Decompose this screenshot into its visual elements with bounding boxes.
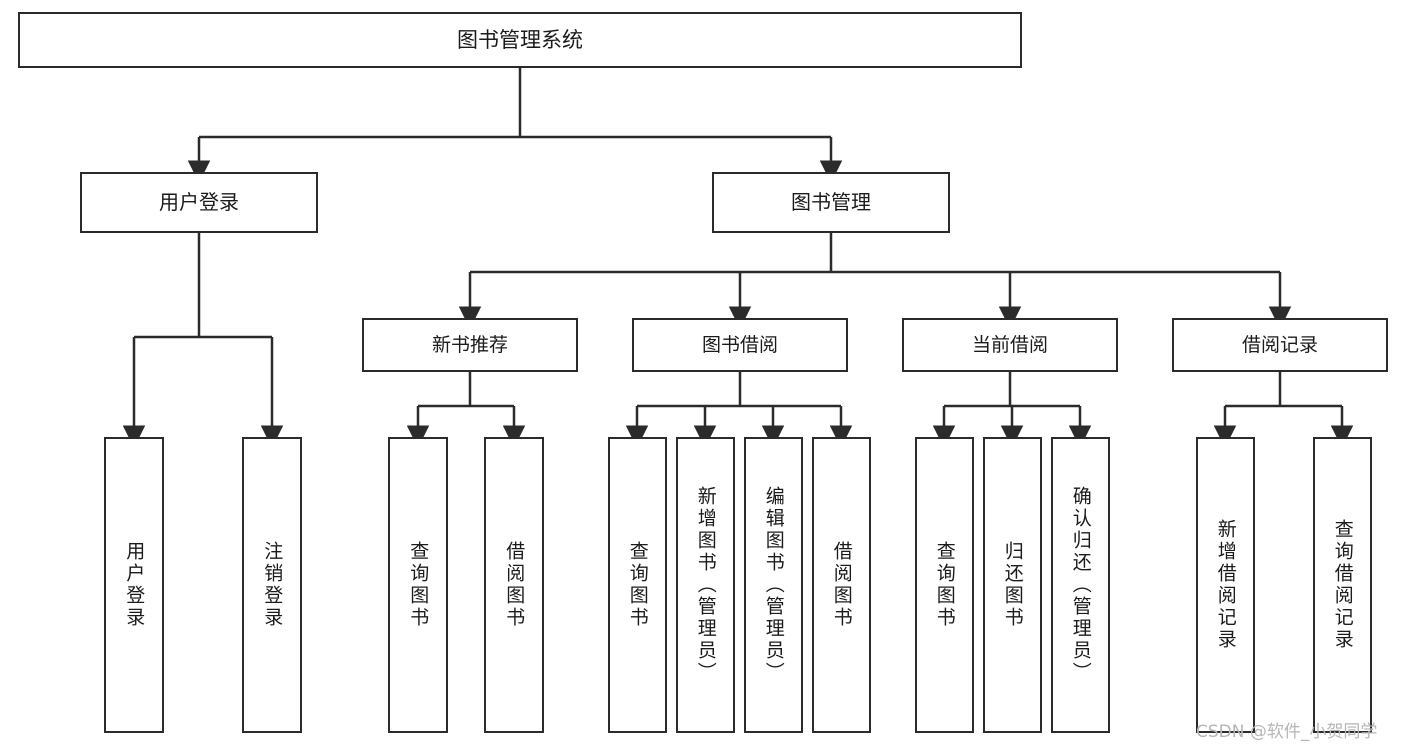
node-label: 图书管理系统 xyxy=(457,27,583,52)
node-l3-3-借阅图书[interactable]: 借阅图书 xyxy=(484,437,544,733)
node-label: 图书管理 xyxy=(791,189,871,214)
node-l2-0-新书推荐[interactable]: 新书推荐 xyxy=(362,318,578,372)
node-label: 归还图书 xyxy=(1001,541,1024,629)
node-l3-5-新增图书管理员[interactable]: 新增图书（管理员） xyxy=(676,437,735,733)
node-label: 查询图书 xyxy=(626,541,649,629)
node-l1-0-用户登录[interactable]: 用户登录 xyxy=(80,172,318,233)
node-l3-9-归还图书[interactable]: 归还图书 xyxy=(983,437,1042,733)
node-label: 新书推荐 xyxy=(431,333,508,356)
node-root-图书管理系统[interactable]: 图书管理系统 xyxy=(18,12,1022,68)
node-l3-2-查询图书[interactable]: 查询图书 xyxy=(388,437,448,733)
node-label: 注销登录 xyxy=(261,541,284,629)
node-label: 编辑图书（管理员） xyxy=(762,486,785,684)
node-l3-1-注销登录[interactable]: 注销登录 xyxy=(242,437,302,733)
node-label: 借阅图书 xyxy=(503,541,526,629)
node-l3-6-编辑图书管理员[interactable]: 编辑图书（管理员） xyxy=(744,437,803,733)
node-l3-0-用户登录[interactable]: 用户登录 xyxy=(104,437,164,733)
node-l1-1-图书管理[interactable]: 图书管理 xyxy=(712,172,950,233)
node-label: 新增图书（管理员） xyxy=(694,486,717,684)
node-label: 查询图书 xyxy=(407,541,430,629)
node-l3-8-查询图书[interactable]: 查询图书 xyxy=(915,437,974,733)
connector-lines xyxy=(122,68,1354,448)
node-label: 新增借阅记录 xyxy=(1214,519,1237,651)
node-label: 确认归还（管理员） xyxy=(1069,486,1092,684)
node-label: 借阅记录 xyxy=(1241,333,1318,356)
node-label: 用户登录 xyxy=(159,189,239,214)
node-label: 借阅图书 xyxy=(830,541,853,629)
node-l2-1-图书借阅[interactable]: 图书借阅 xyxy=(632,318,848,372)
node-l2-3-借阅记录[interactable]: 借阅记录 xyxy=(1172,318,1388,372)
node-l2-2-当前借阅[interactable]: 当前借阅 xyxy=(902,318,1118,372)
node-l3-11-新增借阅记录[interactable]: 新增借阅记录 xyxy=(1196,437,1255,733)
node-label: 图书借阅 xyxy=(701,333,778,356)
node-label: 用户登录 xyxy=(123,541,146,629)
node-label: 查询借阅记录 xyxy=(1331,519,1354,651)
node-l3-10-确认归还管理员[interactable]: 确认归还（管理员） xyxy=(1051,437,1110,733)
node-label: 查询图书 xyxy=(933,541,956,629)
node-l3-4-查询图书[interactable]: 查询图书 xyxy=(608,437,667,733)
node-l3-7-借阅图书[interactable]: 借阅图书 xyxy=(812,437,871,733)
node-label: 当前借阅 xyxy=(971,333,1048,356)
node-l3-12-查询借阅记录[interactable]: 查询借阅记录 xyxy=(1313,437,1372,733)
